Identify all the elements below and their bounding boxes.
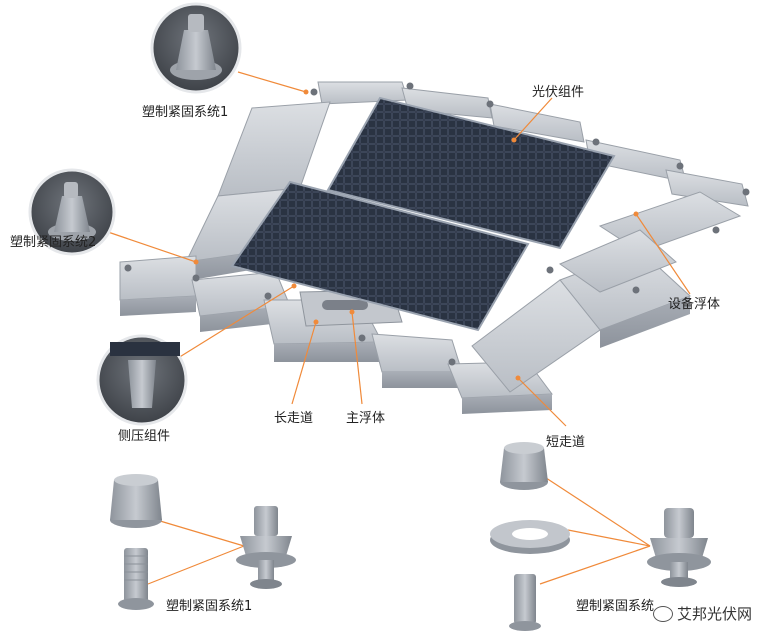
left-float-column	[119, 101, 331, 316]
clamp-nut-part	[110, 474, 162, 528]
bolt-part-right	[509, 574, 541, 631]
label-fastening-bottom-right: 塑制紧固系统	[576, 599, 655, 614]
center-plate-slot	[322, 300, 368, 310]
label-fastening-1-bottom: 塑制紧固系统1	[166, 599, 253, 614]
watermark: 艾邦光伏网	[652, 603, 752, 624]
leader-lines	[107, 71, 691, 585]
right-float-column	[471, 191, 742, 393]
assembled-fastener-part	[236, 506, 296, 589]
pv-module-back	[326, 96, 616, 250]
magnifier-fastening-1	[150, 2, 242, 94]
magnifier-side-press	[96, 334, 188, 426]
chat-bubble-icon	[652, 605, 673, 622]
label-pv-module: 光伏组件	[532, 85, 585, 100]
back-float-row	[317, 81, 749, 207]
label-long-walkway: 长走道	[274, 411, 314, 426]
washer-ring-part	[490, 520, 570, 554]
clamp-nut-part-right	[500, 442, 548, 490]
pv-modules	[230, 96, 616, 332]
watermark-text: 艾邦光伏网	[676, 605, 752, 623]
frame-bolts	[124, 82, 750, 366]
label-short-walkway: 短走道	[546, 435, 586, 450]
pv-module-front	[230, 180, 530, 332]
bolt-part	[118, 548, 154, 610]
label-main-float: 主浮体	[346, 411, 386, 426]
magnifier-fastening-2	[28, 168, 116, 256]
label-side-press: 侧压组件	[118, 429, 171, 444]
assembled-fastener-part-right	[647, 508, 711, 587]
parts-bottom-right	[490, 442, 711, 631]
parts-bottom-left	[110, 474, 296, 610]
float-frame	[119, 81, 750, 414]
label-equipment-float: 设备浮体	[668, 297, 721, 312]
label-fastening-2: 塑制紧固系统2	[10, 235, 97, 250]
label-fastening-1-top: 塑制紧固系统1	[142, 105, 229, 120]
leader-dots	[193, 89, 639, 381]
